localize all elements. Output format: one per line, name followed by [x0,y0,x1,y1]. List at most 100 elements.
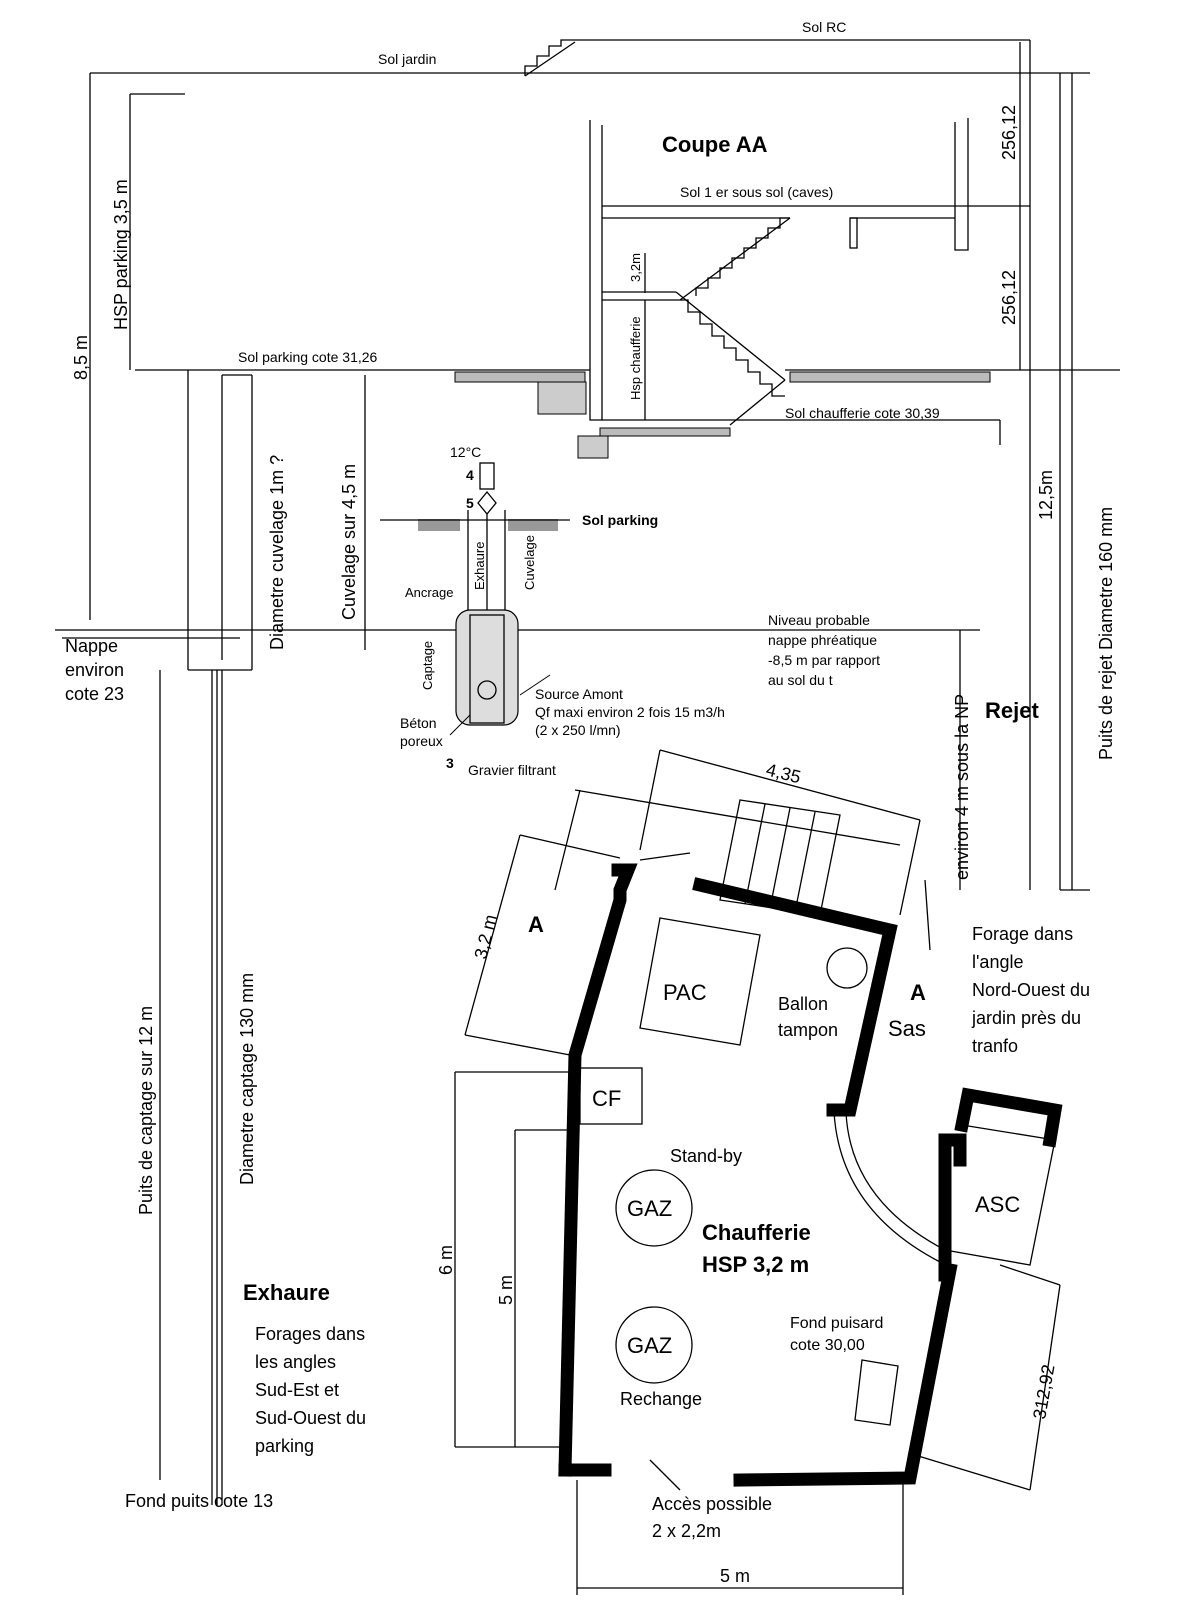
label-sol-sous-sol: Sol 1 er sous sol (caves) [680,184,833,200]
stairs-lower [676,299,785,397]
dim-31292: 312,92 [1029,1363,1058,1421]
hatch-chaufferie [599,427,731,437]
gravel-chaufferie [577,435,609,459]
dim-32-ext-2 [464,1034,571,1056]
dim-435-ext-1 [639,749,661,851]
label-diam-cuvelage: Diametre cuvelage 1m ? [267,455,287,650]
label-source-1: Source Amont [535,686,623,702]
label-cf: CF [592,1086,621,1111]
label-beton-2: poreux [400,733,443,749]
section-a1: A [528,912,544,937]
label-forages-3: Sud-Est et [255,1380,339,1400]
label-puits-captage: Puits de captage sur 12 m [136,1006,156,1215]
puisard [854,1359,899,1426]
dim-32-plan: 3,2 m [470,912,500,961]
section-a2: A [910,980,926,1005]
label-forages-5: parking [255,1436,314,1456]
label-ballon-1: Ballon [778,994,828,1014]
sensor-4 [479,462,495,490]
label-fond-puits: Fond puits cote 13 [125,1491,273,1511]
label-nappe-2: environ [65,660,124,680]
label-sol-parking-detail: Sol parking [582,512,658,528]
dim-5v: 5 m [496,1275,516,1305]
label-niveau-2: nappe phréatique [768,632,877,648]
label-gaz-1: GAZ [627,1196,672,1221]
label-sol-parking: Sol parking cote 31,26 [238,349,378,365]
label-rechange: Rechange [620,1389,702,1409]
sas-arc-1 [845,1111,946,1251]
label-environ-np: environ 4 m sous la NP [952,694,972,880]
dim-31292-ext-1 [999,1264,1061,1286]
label-chaufferie-1: Chaufferie [702,1220,811,1245]
label-forage-no-5: tranfo [972,1036,1018,1056]
gaz-rechange [615,1306,693,1384]
label-forage-no-2: l'angle [972,952,1023,972]
dim-upper: 256,12 [999,105,1019,160]
label-hsp-parking: HSP parking 3,5 m [111,179,131,330]
gravel-left [537,381,587,415]
well-detail: 12°C 4 5 Sol parking Exhaure Cuvelage An… [380,444,880,778]
dim-31292-line [1029,1284,1061,1491]
label-forages-1: Forages dans [255,1324,365,1344]
label-forages-2: les angles [255,1352,336,1372]
label-exhaure-detail: Exhaure [472,542,487,590]
label-cuvelage-detail: Cuvelage [522,535,537,590]
dim-31292-ext-2 [914,1454,1031,1491]
label-ancrage: Ancrage [405,585,453,600]
dim-435-line [659,749,921,821]
asc-top-wall [954,1087,1063,1148]
wall-right [954,118,969,251]
asc-box [944,1124,1056,1266]
dim-lower: 256,12 [999,270,1019,325]
wall-left [589,120,603,421]
stairs-plan [719,799,841,916]
label-32m: 3,2m [628,253,643,282]
dim-435-ext-2 [899,819,921,916]
label-temp: 12°C [450,444,481,460]
label-pac: PAC [663,980,707,1005]
label-forages-4: Sud-Ouest du [255,1408,366,1428]
hatch-left [454,371,586,383]
section-title: Coupe AA [662,132,768,157]
label-niveau-3: -8,5 m par rapport [768,652,880,668]
label-chaufferie-2: HSP 3,2 m [702,1252,809,1277]
door-west [639,852,691,861]
dim-6: 6 m [436,1245,456,1275]
ballon-tampon [826,947,868,989]
pac-box [639,917,761,1046]
label-puits-rejet: Puits de rejet Diametre 160 mm [1096,507,1116,760]
label-forage-no-4: jardin près du [971,1008,1081,1028]
section-line-a1 [554,789,581,891]
section-cut [574,789,901,846]
label-source-2: Qf maxi environ 2 fois 15 m3/h [535,704,725,720]
beam [849,217,858,249]
label-captage-detail: Captage [420,641,435,690]
leader-acces [649,1459,681,1491]
stairs-rc [524,39,1030,76]
label-85: 8,5 m [71,335,91,380]
gaz-standby [615,1169,693,1247]
stair-step-3 [794,811,816,913]
stairs-lower-slope [675,291,786,381]
stair-slope [524,41,576,77]
captage-tube [469,614,505,724]
dim-32-plan-line [464,834,521,1036]
wall-asc-w [938,1133,967,1282]
label-hsp-chaufferie: Hsp chaufferie [628,316,643,400]
section-aa: Sol RC Sol jardin Coupe AA Sol 1 er sous… [71,19,1120,891]
label-sas: Sas [888,1016,926,1041]
label-diam-captage: Diametre captage 130 mm [237,973,257,1185]
label-nappe-3: cote 23 [65,684,124,704]
label-gravier: Gravier filtrant [468,762,556,778]
label-fond-puisard-2: cote 30,00 [790,1337,865,1354]
dim-5h: 5 m [720,1566,750,1586]
cf-box [579,1067,643,1125]
label-fond-puisard-1: Fond puisard [790,1315,883,1332]
beton-poreux [455,609,519,726]
dim-435: 4,35 [764,759,803,787]
label-rejet: Rejet [985,698,1039,723]
dim-32-ext-1 [519,834,621,859]
wall-south-east [733,1262,958,1487]
label-source-3: (2 x 250 l/mn) [535,722,621,738]
label-n3: 3 [446,755,454,771]
